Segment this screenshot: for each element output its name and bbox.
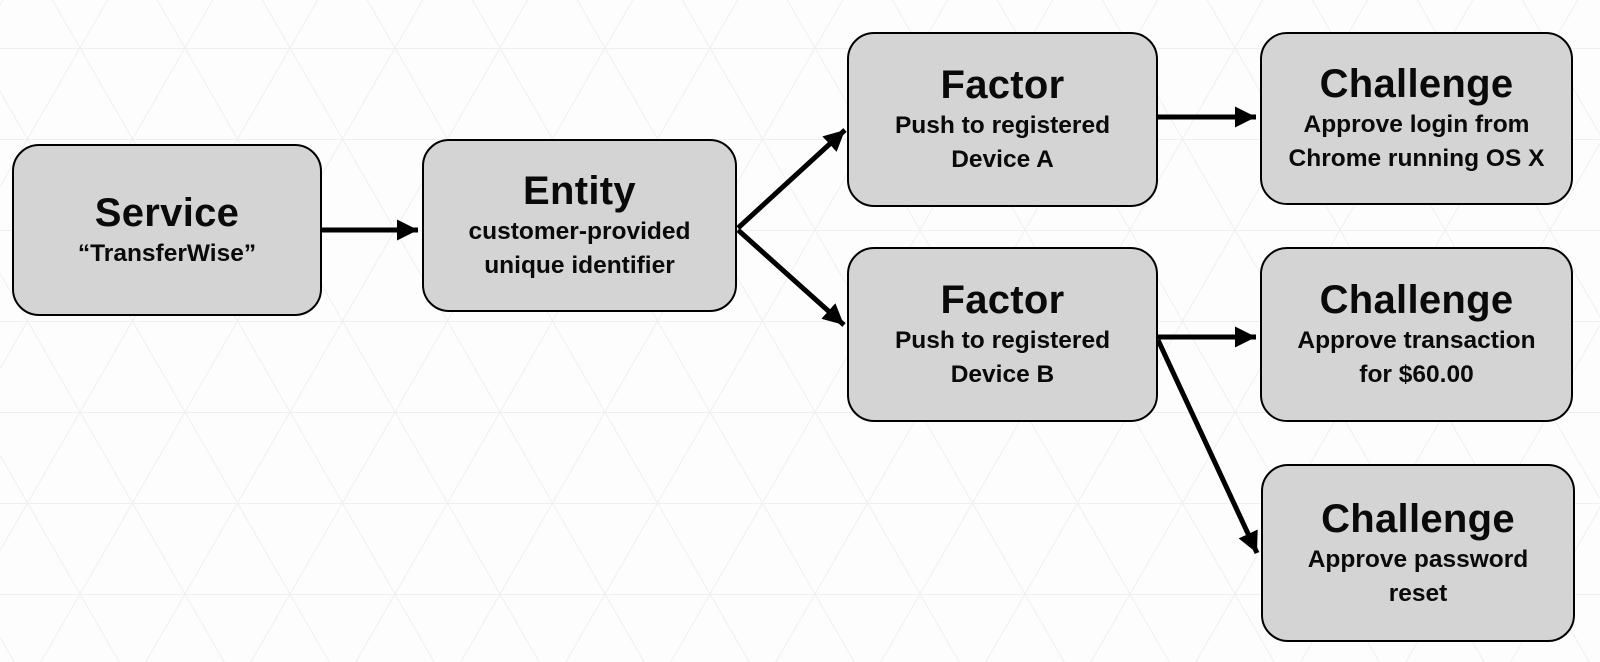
node-subtitle: Push to registered Device B xyxy=(894,327,1111,388)
node-subtitle: Approve password reset xyxy=(1307,545,1529,607)
node-challenge-login: Challenge Approve login from Chrome runn… xyxy=(1260,32,1573,205)
node-subtitle: Push to registered Device A xyxy=(894,112,1111,173)
node-title: Challenge xyxy=(1319,278,1514,323)
node-subtitle: Approve login from Chrome running OS X xyxy=(1288,111,1545,172)
node-subtitle: Approve transaction for $60.00 xyxy=(1297,327,1536,388)
node-challenge-transaction: Challenge Approve transaction for $60.00 xyxy=(1260,247,1573,422)
arrow-entity-to-factor-b xyxy=(736,228,846,327)
node-service: Service “TransferWise” xyxy=(12,144,322,316)
node-challenge-password: Challenge Approve password reset xyxy=(1261,464,1575,642)
node-title: Service xyxy=(94,190,240,235)
node-title: Factor xyxy=(940,63,1065,108)
node-subtitle: customer-provided unique identifier xyxy=(468,218,691,279)
node-factor-a: Factor Push to registered Device A xyxy=(847,32,1158,207)
node-title: Challenge xyxy=(1321,496,1515,541)
node-title: Entity xyxy=(523,169,636,214)
node-title: Factor xyxy=(940,278,1065,323)
node-title: Challenge xyxy=(1319,62,1514,107)
node-factor-b: Factor Push to registered Device B xyxy=(847,247,1158,422)
arrow-factor-b-to-challenge-password xyxy=(1155,338,1260,555)
arrow-entity-to-factor-a xyxy=(736,128,847,230)
node-subtitle: “TransferWise” xyxy=(77,239,257,267)
node-entity: Entity customer-provided unique identifi… xyxy=(422,139,737,312)
